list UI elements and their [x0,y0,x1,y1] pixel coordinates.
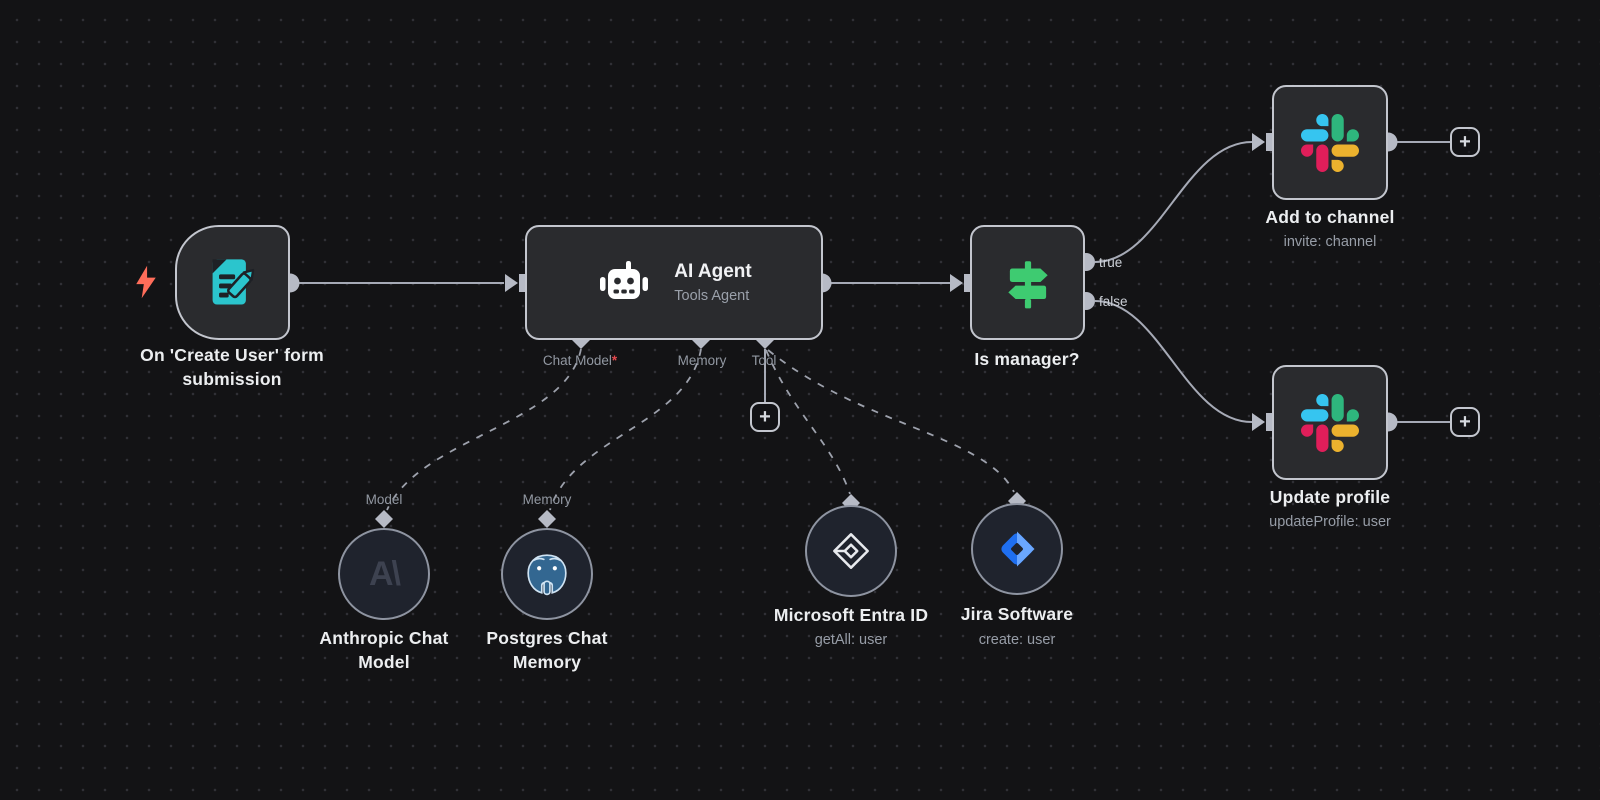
port-label-model: Model [365,492,403,507]
input-arrow-agent [505,274,518,292]
port-label-tool: Tool [751,353,777,368]
required-asterisk: * [611,353,618,368]
slack-update-label: Update profile [1269,487,1391,507]
input-arrow-if [950,274,963,292]
robot-icon [600,260,649,299]
plus-icon: + [1459,411,1471,433]
lightning-bolt-icon [136,265,156,299]
output-label-true: true [1099,255,1123,270]
add-next-node-button-top[interactable]: + [1450,127,1480,157]
ai-agent-title: AI Agent [674,261,752,282]
connection-false-to-slack-update[interactable] [1094,300,1253,423]
slack-icon [1301,113,1359,172]
port-label-memory-sub: Memory [522,492,572,507]
add-tool-button[interactable]: + [750,402,780,432]
add-next-node-button-bottom[interactable]: + [1450,407,1480,437]
entra-label: Microsoft Entra ID [773,605,929,625]
connection-true-to-slack-add[interactable] [1094,141,1253,263]
ai-agent-subtitle: Tools Agent [674,288,750,304]
anthropic-icon: A\ [369,554,401,593]
input-arrow-slack-add [1252,133,1265,151]
plus-icon: + [1459,131,1471,153]
anthropic-label: Anthropic Chat Model [319,628,449,672]
port-label-chat-model-text: Chat Model [542,353,612,368]
node-microsoft-entra-id[interactable] [805,505,897,597]
jira-label: Jira Software [960,604,1074,624]
trigger-node-label: On 'Create User' form submission [140,345,324,389]
connection-tool-to-jira[interactable] [767,349,1015,493]
jira-subtitle: create: user [978,632,1056,648]
port-label-memory: Memory [677,353,727,368]
node-jira-software[interactable] [971,503,1063,595]
node-anthropic-chat-model[interactable]: A\ [338,528,430,620]
slack-update-subtitle: updateProfile: user [1269,514,1391,530]
slack-add-label: Add to channel [1265,207,1395,227]
postgres-icon [527,554,567,596]
port-label-chat-model: Chat Model* [543,353,617,368]
entra-subtitle: getAll: user [814,632,888,648]
plus-icon: + [759,406,771,428]
node-postgres-chat-memory[interactable] [501,528,593,620]
postgres-label: Postgres Chat Memory [486,628,608,672]
connection-chatmodel-to-anthropic[interactable] [386,348,582,511]
input-bar-if [964,274,970,292]
node-ai-agent[interactable]: AI Agent Tools Agent [525,225,823,340]
ai-agent-text: AI Agent Tools Agent [674,261,751,304]
port-diamond-postgres[interactable] [538,510,556,528]
jira-icon [1001,531,1035,567]
node-slack-add-to-channel[interactable] [1272,85,1388,200]
port-diamond-anthropic[interactable] [375,510,393,528]
input-bar-agent [519,274,525,292]
form-icon [212,258,254,304]
output-label-false: false [1099,294,1128,309]
node-slack-update-profile[interactable] [1272,365,1388,480]
input-bar-slack-update [1266,413,1272,431]
entra-id-icon [833,533,869,569]
slack-icon [1301,393,1359,452]
ai-agent-content: AI Agent Tools Agent [586,255,761,311]
if-node-label: Is manager? [974,349,1080,369]
connection-memory-to-postgres[interactable] [549,348,702,511]
input-bar-slack-add [1266,133,1272,151]
input-arrow-slack-update [1252,413,1265,431]
node-form-trigger[interactable] [175,225,290,340]
slack-add-subtitle: invite: channel [1283,234,1377,250]
node-is-manager[interactable] [970,225,1085,340]
signpost-icon [1007,260,1048,308]
